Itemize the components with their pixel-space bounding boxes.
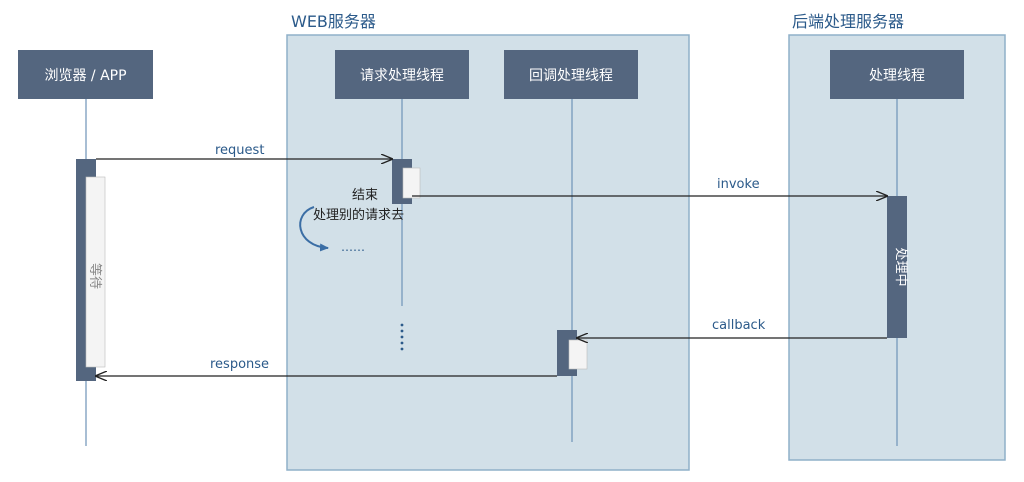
- end-note: 结束 处理别的请求去 ……: [299, 188, 404, 254]
- end-note-line2: 处理别的请求去: [313, 207, 404, 223]
- web-server-zone-label: WEB服务器: [291, 12, 376, 31]
- backend-server-zone-label: 后端处理服务器: [792, 12, 904, 31]
- end-note-line1: 结束: [352, 188, 378, 203]
- participant-callback-thread: 回调处理线程: [504, 50, 638, 99]
- participant-processing-thread-label: 处理线程: [869, 68, 925, 84]
- participant-browser-label: 浏览器 / APP: [44, 68, 126, 84]
- participant-request-thread-label: 请求处理线程: [360, 68, 444, 84]
- message-callback-label: callback: [712, 318, 766, 333]
- message-callback: callback: [577, 318, 887, 338]
- web-server-zone: WEB服务器: [286, 12, 690, 471]
- participant-processing-thread: 处理线程: [830, 50, 964, 99]
- processing-thread-activation: 处理中: [887, 196, 908, 338]
- ellipsis-note: ……: [341, 240, 365, 254]
- waiting-label: 等待: [87, 263, 103, 289]
- participant-browser: 浏览器 / APP: [18, 50, 153, 99]
- participant-callback-thread-label: 回调处理线程: [529, 68, 613, 84]
- vertical-dots-icon: [400, 323, 404, 351]
- curved-loop-arrow-icon: [299, 206, 329, 252]
- message-response: response: [96, 357, 557, 376]
- request-thread-activation: [392, 159, 421, 204]
- processing-label: 处理中: [893, 247, 908, 286]
- message-request-label: request: [215, 143, 264, 158]
- message-invoke: invoke: [412, 177, 887, 196]
- callback-thread-activation: [557, 330, 588, 376]
- message-invoke-label: invoke: [717, 177, 760, 192]
- participant-request-thread: 请求处理线程: [335, 50, 469, 99]
- message-response-label: response: [210, 357, 269, 372]
- message-request: request: [96, 143, 392, 159]
- browser-activation: 等待: [76, 159, 106, 381]
